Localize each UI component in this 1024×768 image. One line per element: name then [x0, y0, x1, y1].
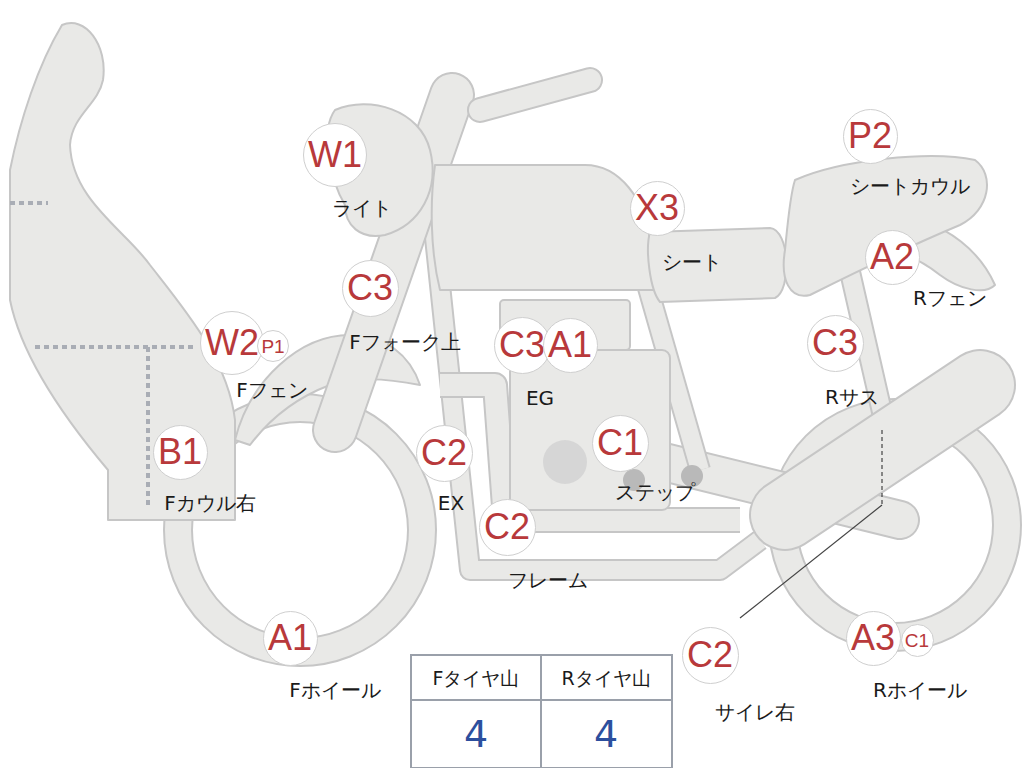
callout-circle: A3 — [846, 611, 901, 666]
callout-code: W1 — [308, 137, 362, 173]
part-name: ステップ — [615, 481, 695, 503]
callout-code: C1 — [905, 631, 929, 650]
callout-code: C3 — [499, 327, 545, 363]
callout-code: C2 — [484, 509, 530, 545]
callout-circle: W2 — [200, 311, 264, 375]
table-header: Fタイヤ山 — [433, 668, 520, 689]
part-name: Fホイール — [289, 679, 381, 701]
part-name: ライト — [332, 197, 392, 219]
callout-code: A3 — [851, 620, 895, 656]
part-name: Fカウル右 — [164, 492, 256, 514]
callout-circle: P1 — [257, 330, 289, 362]
callout-code: C3 — [812, 325, 858, 361]
callout-circle: A2 — [865, 230, 920, 285]
callout-circle: C3 — [342, 260, 399, 317]
callout-circle: C1 — [901, 624, 934, 657]
callout-circle: C3 — [494, 317, 551, 374]
callout-code: C3 — [347, 270, 393, 306]
callout-code: B1 — [158, 434, 202, 470]
part-name: EX — [438, 492, 464, 514]
callout-code: A2 — [870, 239, 914, 275]
table-value: 4 — [594, 714, 618, 756]
part-name: Fフェン — [236, 379, 308, 401]
callout-circle: C2 — [682, 627, 739, 684]
part-name: シート — [662, 251, 722, 273]
table-value: 4 — [464, 714, 488, 756]
callout-circle: A1 — [263, 611, 318, 666]
callout-code: C2 — [421, 435, 467, 471]
callout-code: C2 — [687, 637, 733, 673]
callout-code: P1 — [261, 337, 284, 356]
callout-code: A1 — [548, 327, 592, 363]
callout-circle: P2 — [843, 109, 898, 164]
part-name: シートカウル — [850, 175, 970, 197]
callout-code: W2 — [205, 325, 259, 361]
callout-circle: A1 — [543, 318, 598, 373]
callout-code: A1 — [268, 620, 312, 656]
callout-circle: X3 — [630, 181, 685, 236]
part-name: Rホイール — [873, 679, 967, 701]
callout-circle: W1 — [303, 123, 367, 187]
part-name: Rフェン — [913, 287, 987, 309]
callout-code: X3 — [635, 190, 679, 226]
part-name: Rサス — [825, 386, 879, 408]
callout-circle: B1 — [153, 425, 208, 480]
part-name: サイレ右 — [715, 701, 795, 723]
callout-circle: C2 — [416, 425, 473, 482]
table-header: Rタイヤ山 — [561, 668, 650, 689]
callout-code: P2 — [848, 118, 892, 154]
callout-code: C1 — [597, 425, 643, 461]
callout-circle: C3 — [807, 315, 864, 372]
callout-circle: C1 — [592, 415, 649, 472]
part-name: フレーム — [508, 569, 588, 591]
part-name: EG — [526, 387, 554, 409]
part-name: Fフォーク上 — [349, 331, 461, 353]
callout-circle: C2 — [479, 499, 536, 556]
